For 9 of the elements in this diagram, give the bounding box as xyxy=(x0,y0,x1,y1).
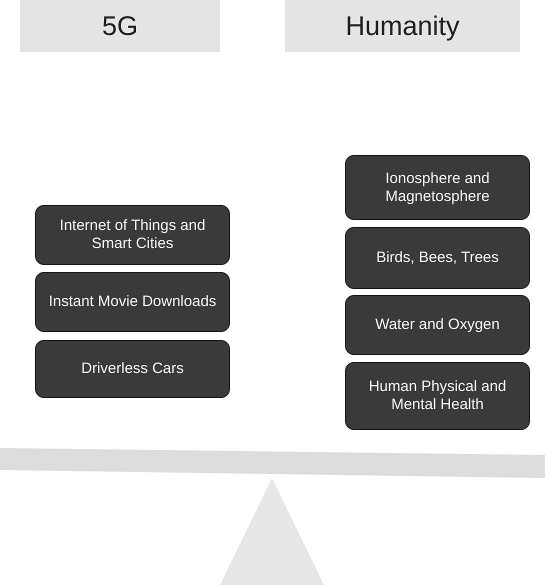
header-box: 5G xyxy=(20,0,220,52)
category-box: Birds, Bees, Trees xyxy=(345,227,530,289)
category-box: Human Physical and Mental Health xyxy=(345,362,530,430)
header-box: Humanity xyxy=(285,0,520,52)
category-box: Driverless Cars xyxy=(35,340,230,398)
category-box: Ionosphere and Magnetosphere xyxy=(345,155,530,220)
category-box: Internet of Things and Smart Cities xyxy=(35,205,230,265)
category-box: Instant Movie Downloads xyxy=(35,272,230,332)
category-box: Water and Oxygen xyxy=(345,295,530,355)
